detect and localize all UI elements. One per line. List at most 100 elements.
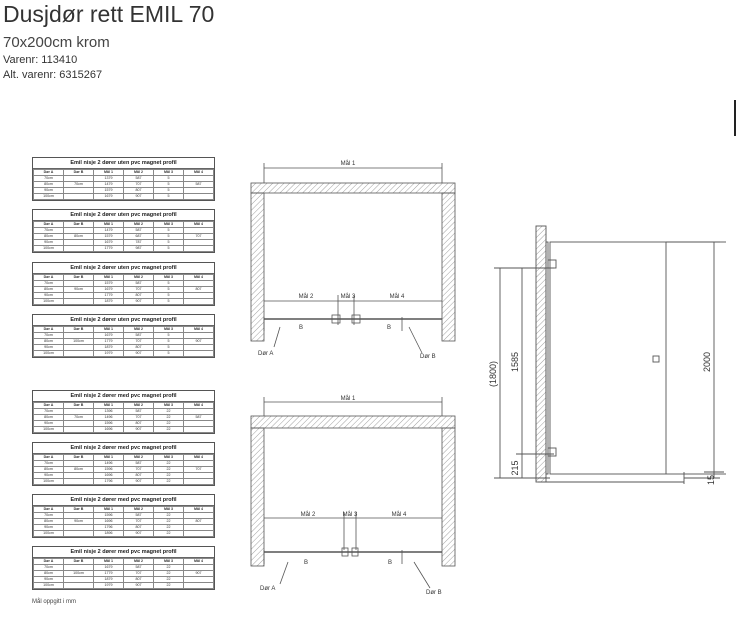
wall-section <box>535 225 547 483</box>
leader-dor-a <box>273 326 281 348</box>
table-cell: 1979 <box>93 350 124 357</box>
label-mal2: Mål 2 <box>299 293 314 300</box>
table-cell: 1779 <box>93 245 124 252</box>
left-wall <box>250 427 265 567</box>
table-cell: 22 <box>153 582 184 589</box>
table-cell <box>183 193 214 200</box>
table-cell: 100cm <box>33 298 64 305</box>
dimension-table: Emil nisje 2 dører uten pvc magnet profi… <box>32 314 215 358</box>
table-cell: 907 <box>123 426 154 433</box>
label-15: 15 <box>706 475 716 485</box>
label-b-right: B <box>388 560 392 566</box>
table-cell <box>183 478 214 485</box>
table-cell <box>183 530 214 537</box>
table-cell <box>183 245 214 252</box>
table-cell <box>183 350 214 357</box>
label-1800: (1800) <box>488 361 498 387</box>
table-title: Emil nisje 2 dører med pvc magnet profil <box>33 495 214 506</box>
label-dor-a: Dør A <box>258 351 273 357</box>
dimension-table: Emil nisje 2 dører uten pvc magnet profi… <box>32 262 215 306</box>
table-cell <box>183 298 214 305</box>
table-cell: 100cm <box>33 426 64 433</box>
dimension-table: Emil nisje 2 dører uten pvc magnet profi… <box>32 157 215 201</box>
table-cell: 907 <box>123 350 154 357</box>
table-title: Emil nisje 2 dører med pvc magnet profil <box>33 443 214 454</box>
alt-item-number: Alt. varenr: 6315267 <box>3 69 103 81</box>
table-cell: 100cm <box>33 245 64 252</box>
right-wall <box>441 192 456 342</box>
wall-profile <box>545 241 549 475</box>
table-cell <box>63 245 94 252</box>
table-cell: 100cm <box>33 193 64 200</box>
hinge-bottom <box>547 447 557 457</box>
table-cell: 1979 <box>93 582 124 589</box>
table-cell: 907 <box>123 298 154 305</box>
table-cell: 5 <box>153 298 184 305</box>
label-dor-a: Dør A <box>260 586 275 592</box>
door-panel <box>549 241 726 475</box>
table-cell <box>63 478 94 485</box>
side-elevation: (1800) 1585 215 2000 15 <box>488 225 726 485</box>
table-title: Emil nisje 2 dører uten pvc magnet profi… <box>33 315 214 326</box>
label-mal3: Mål 3 <box>341 293 356 300</box>
product-subtitle: 70x200cm krom <box>3 34 110 51</box>
label-b-right: B <box>387 325 391 331</box>
label-mal4: Mål 4 <box>390 293 405 300</box>
table-cell: 1796 <box>93 478 124 485</box>
back-wall <box>250 182 456 194</box>
dimension-table: Emil nisje 2 dører med pvc magnet profil… <box>32 442 215 486</box>
table-cell: 1879 <box>93 298 124 305</box>
label-1585: 1585 <box>510 352 520 372</box>
handle <box>652 355 660 363</box>
table-title: Emil nisje 2 dører uten pvc magnet profi… <box>33 210 214 221</box>
table-title: Emil nisje 2 dører uten pvc magnet profi… <box>33 263 214 274</box>
table-cell: 907 <box>123 530 154 537</box>
label-dor-b: Dør B <box>420 354 436 360</box>
label-mal4: Mål 4 <box>392 511 407 518</box>
item-number: Varenr: 113410 <box>3 54 78 66</box>
hinge-top <box>547 259 557 269</box>
table-cell: 100cm <box>33 530 64 537</box>
plan-drawing-top: Mål 1 Mål 2 Mål 3 Mål 4 B B Dør A Dør B <box>250 160 456 360</box>
table-cell: 22 <box>153 530 184 537</box>
table-cell: 987 <box>123 245 154 252</box>
table-cell <box>63 298 94 305</box>
units-note: Mål oppgitt i mm <box>32 599 77 605</box>
table-cell: 100cm <box>33 478 64 485</box>
table-cell: 100cm <box>33 582 64 589</box>
table-cell <box>63 350 94 357</box>
table-cell <box>183 426 214 433</box>
table-cell: 907 <box>123 193 154 200</box>
product-header: Dusjdør rett EMIL 70 70x200cm krom Varen… <box>3 0 214 83</box>
right-wall <box>441 427 456 567</box>
label-215: 215 <box>510 460 520 475</box>
table-cell: 5 <box>153 245 184 252</box>
label-2000: 2000 <box>702 352 712 372</box>
dimension-table: Emil nisje 2 dører med pvc magnet profil… <box>32 494 215 538</box>
label-mal2: Mål 2 <box>301 511 316 518</box>
leader-dor-b <box>413 561 431 589</box>
dimension-table: Emil nisje 2 dører med pvc magnet profil… <box>32 546 215 590</box>
table-title: Emil nisje 2 dører med pvc magnet profil <box>33 547 214 558</box>
table-cell: 1896 <box>93 530 124 537</box>
label-b-left: B <box>304 560 308 566</box>
label-mal1: Mål 1 <box>341 160 356 167</box>
leader-dor-b <box>408 326 423 354</box>
table-cell: 22 <box>153 426 184 433</box>
label-b-left: B <box>299 325 303 331</box>
label-dor-b: Dør B <box>426 590 442 596</box>
leader-dor-a <box>279 561 289 585</box>
